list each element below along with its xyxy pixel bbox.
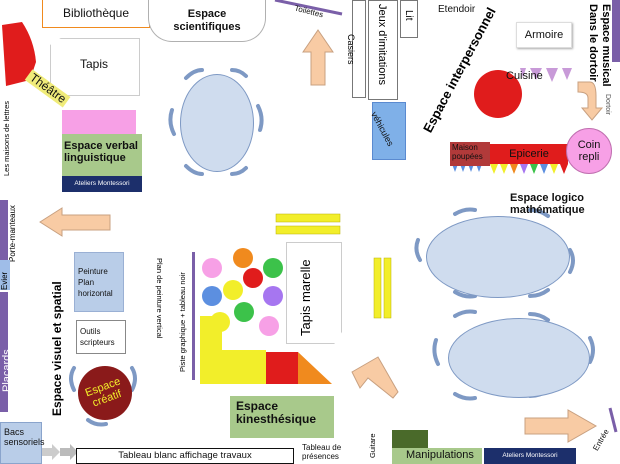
label-porte-manteaux: Porte-manteaux bbox=[8, 205, 17, 262]
zone-epicerie: Epicerie bbox=[490, 144, 568, 164]
zone-tableau-blanc: Tableau blanc affichage travaux bbox=[76, 448, 294, 464]
arrow-diagonal-center bbox=[351, 356, 399, 399]
label-dortoir: Dortoir bbox=[604, 94, 611, 116]
circle-pink-1 bbox=[202, 258, 222, 278]
piste-graphique-line bbox=[192, 252, 195, 380]
circle-purple-1 bbox=[263, 286, 283, 306]
zone-ateliers-montessori-1: Ateliers Montessori bbox=[62, 176, 142, 192]
label-tapis: Tapis bbox=[80, 57, 109, 71]
label-espace-verbal: Espace verbal linguistique bbox=[64, 140, 138, 165]
wall-strip-porte-manteaux bbox=[0, 200, 8, 260]
label-bibliotheque: Bibliothèque bbox=[62, 5, 130, 20]
shape-red-square bbox=[266, 352, 298, 384]
zone-tapis-marelle bbox=[286, 242, 342, 344]
top-wall-line bbox=[274, 0, 343, 16]
zone-tapis bbox=[50, 38, 140, 96]
label-ateliers-montessori-1: Ateliers Montessori bbox=[74, 180, 130, 188]
label-guitare: Guitare bbox=[368, 433, 377, 458]
table-top bbox=[180, 74, 254, 172]
zone-lit bbox=[400, 0, 418, 38]
label-espace-kinesthesique: Espace kinesthésique bbox=[236, 399, 317, 427]
label-bacs-sensoriels: Bacs sensoriels bbox=[4, 427, 45, 447]
zone-vehicules bbox=[372, 102, 406, 160]
circle-pink-2 bbox=[259, 316, 279, 336]
wall-strip-placards bbox=[0, 292, 8, 412]
zone-evier bbox=[0, 260, 10, 290]
label-espace-creatif: Espace créatif bbox=[83, 375, 124, 410]
interpersonal-red-circle bbox=[474, 70, 522, 118]
wall-line-right bbox=[608, 407, 618, 433]
chairs-creatif bbox=[69, 366, 137, 427]
circle-yellow-1 bbox=[223, 280, 243, 300]
zone-casiers bbox=[352, 0, 366, 98]
wall-strip-right bbox=[612, 0, 620, 62]
circle-green-1 bbox=[263, 258, 283, 278]
zone-ateliers-montessori-2: Ateliers Montessori bbox=[484, 448, 576, 464]
label-tapis-marelle: Tapis marelle bbox=[298, 259, 313, 336]
label-tableau-blanc: Tableau blanc affichage travaux bbox=[118, 449, 252, 461]
arrow-dortoir bbox=[577, 81, 604, 121]
chairs-top-table bbox=[168, 68, 264, 176]
circle-orange-1 bbox=[233, 248, 253, 268]
table-right-lower bbox=[448, 318, 590, 398]
label-espace-scientifiques: Espace scientifiques bbox=[173, 8, 241, 33]
table-right-upper bbox=[426, 216, 570, 298]
label-lit: Lit bbox=[403, 10, 414, 21]
zone-peinture bbox=[74, 252, 124, 312]
label-jeux-imitations: Jeux d'imitations bbox=[376, 4, 388, 85]
zone-armoire: Armoire bbox=[516, 22, 572, 48]
circle-green-2 bbox=[234, 302, 254, 322]
label-piste-graphique: Piste graphique + tableau noir bbox=[178, 272, 187, 372]
label-espace-logico: Espace logico mathématique bbox=[510, 192, 585, 217]
bar-vertical-2 bbox=[383, 257, 392, 319]
label-placards: Placards bbox=[1, 349, 13, 392]
label-epicerie: Epicerie bbox=[509, 147, 549, 160]
zone-espace-verbal bbox=[62, 134, 142, 180]
label-etendoir: Etendoir bbox=[438, 4, 476, 15]
arrow-entree bbox=[524, 409, 598, 443]
shape-l-yellow bbox=[200, 316, 266, 384]
label-peinture: Peinture Plan horizontal bbox=[78, 267, 113, 299]
label-ateliers-montessori-2: Ateliers Montessori bbox=[502, 452, 558, 460]
zone-jeux-imitations bbox=[368, 0, 398, 100]
shape-orange-triangle bbox=[298, 352, 332, 384]
circle-blue-1 bbox=[202, 286, 222, 306]
label-manipulations: Manipulations bbox=[406, 449, 474, 461]
label-espace-musical-text: Espace musical Dans le dortoir bbox=[587, 4, 612, 87]
circle-red-1 bbox=[243, 268, 263, 288]
label-tableau-presences: Tableau de présences bbox=[302, 443, 342, 461]
label-espace-visuel: Espace visuel et spatial bbox=[50, 281, 64, 416]
arrow-left-porte-manteaux bbox=[39, 207, 111, 237]
arrow-toilettes bbox=[302, 29, 334, 86]
bar-vertical-1 bbox=[373, 257, 382, 319]
zone-espace-kinesthesique bbox=[230, 396, 334, 438]
theatre-pink-stage bbox=[62, 110, 136, 136]
zone-espace-scientifiques: Espace scientifiques bbox=[148, 0, 266, 42]
label-armoire: Armoire bbox=[524, 28, 564, 41]
small-arrow-1 bbox=[42, 444, 60, 460]
epicerie-bunting bbox=[452, 164, 568, 174]
label-plan-peinture-vertical: Plan de peinture vertical bbox=[155, 258, 164, 339]
label-casiers: Casiers bbox=[346, 34, 356, 65]
theatre-curtain bbox=[2, 22, 36, 86]
zone-manipulations-label-bg bbox=[392, 448, 482, 464]
zone-espace-creatif: Espace créatif bbox=[78, 366, 132, 420]
small-arrow-2 bbox=[60, 444, 78, 460]
label-cuisine: Cuisine bbox=[506, 70, 543, 82]
label-maison-poupees: Maison poupées bbox=[452, 143, 483, 161]
label-evier: Evier bbox=[0, 271, 9, 290]
zone-bibliotheque: Bibliothèque bbox=[42, 0, 150, 28]
bar-horizontal-2 bbox=[275, 225, 341, 235]
zone-coin-repli: Coin repli bbox=[566, 128, 612, 174]
bar-horizontal-1 bbox=[275, 213, 341, 223]
label-coin-repli: Coin repli bbox=[577, 138, 601, 163]
label-maisons-lettres: Les maisons de lettres bbox=[2, 100, 11, 176]
zone-outils-scripteurs bbox=[76, 320, 126, 354]
label-espace-musical: Espace musical Dans le dortoir bbox=[587, 4, 612, 104]
label-outils-scripteurs: Outils scripteurs bbox=[80, 327, 115, 348]
zone-maison-poupees bbox=[450, 142, 490, 166]
armoire-triangles bbox=[520, 68, 572, 82]
